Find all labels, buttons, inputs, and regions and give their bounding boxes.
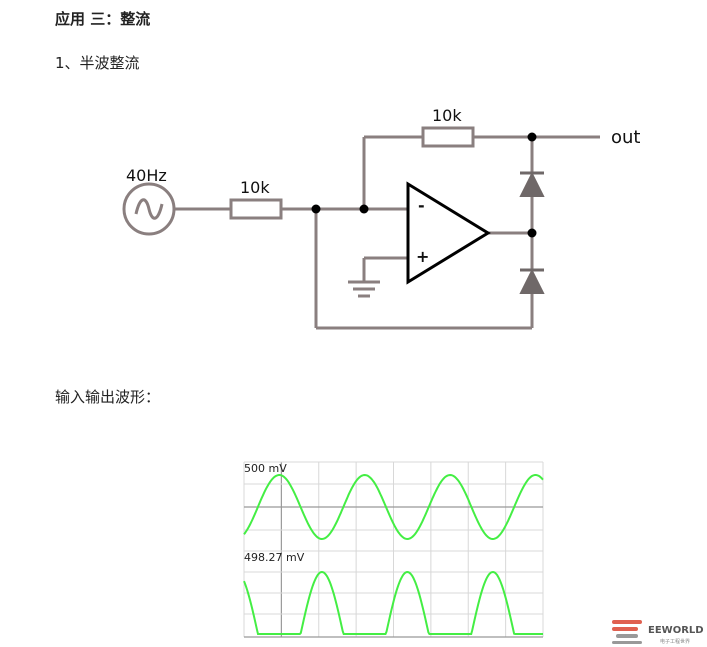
junction-node-left bbox=[311, 204, 321, 214]
watermark-logo: EEWORLD 电子工程世界 bbox=[612, 620, 704, 645]
junction-node-output bbox=[527, 132, 537, 142]
watermark-subtext: 电子工程世界 bbox=[660, 638, 690, 645]
waveform-heading: 输入输出波形： bbox=[55, 388, 161, 406]
scope-panel-2-scale: 498.27 mV bbox=[244, 551, 305, 564]
ac-source-icon bbox=[122, 182, 176, 236]
section-heading: 1、半波整流 bbox=[55, 54, 140, 72]
watermark-text: EEWORLD bbox=[648, 625, 704, 636]
source-frequency-label: 40Hz bbox=[126, 166, 167, 185]
diode-lower bbox=[519, 268, 545, 294]
feedback-resistor bbox=[421, 126, 475, 148]
opamp-symbol bbox=[406, 181, 491, 285]
diode-upper bbox=[519, 171, 545, 197]
input-resistor bbox=[229, 198, 283, 220]
circuit-diagram bbox=[174, 126, 600, 330]
feedback-resistor-label: 10k bbox=[432, 106, 462, 125]
junction-node-opamp-out bbox=[527, 228, 537, 238]
output-label: out bbox=[611, 127, 640, 148]
opamp-inverting-sign: - bbox=[418, 196, 425, 215]
scope-traces bbox=[243, 473, 544, 635]
junction-node-feedback bbox=[359, 204, 369, 214]
opamp-noninverting-sign: + bbox=[416, 247, 429, 266]
page-heading: 应用 三：整流 bbox=[55, 10, 151, 28]
trace-input-sine bbox=[243, 473, 544, 541]
scope-grid bbox=[243, 461, 544, 638]
oscilloscope: 500 mV 498.27 mV bbox=[243, 461, 544, 638]
trace-output-rectified bbox=[243, 570, 543, 635]
input-resistor-label: 10k bbox=[240, 178, 270, 197]
scope-panel-1-scale: 500 mV bbox=[244, 462, 287, 475]
